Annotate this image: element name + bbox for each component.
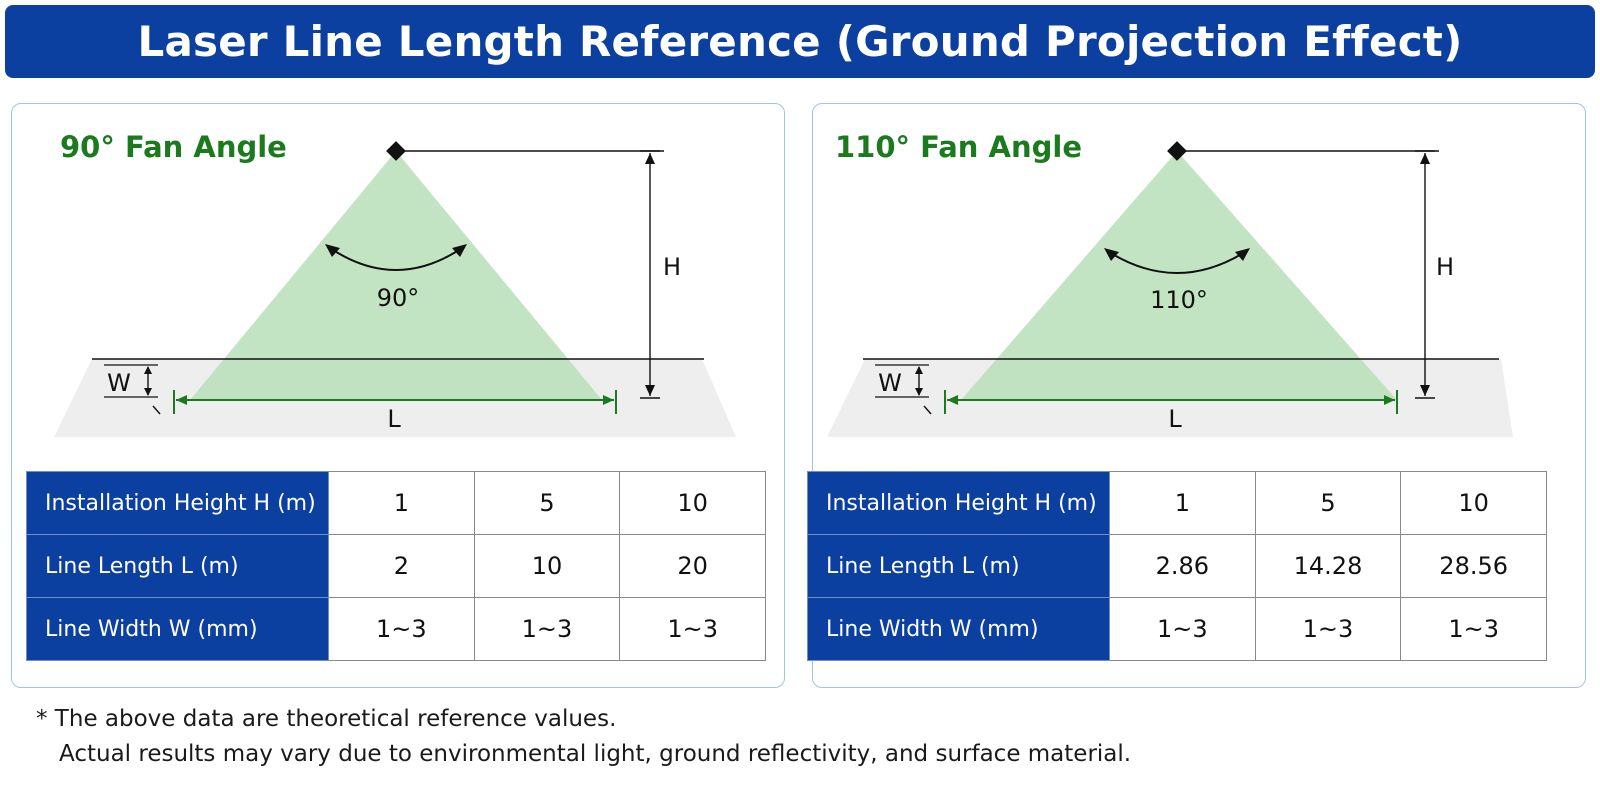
table-cell: 20 — [619, 534, 766, 598]
fan-diagram-90: H 90° L W — [54, 141, 736, 437]
length-arrow-left-icon — [947, 395, 958, 405]
table-row: Line Length L (m) 2 10 20 — [26, 534, 766, 598]
height-arrow-down-icon — [645, 385, 655, 396]
spec-table-110: Installation Height H (m) 1 5 10 Line Le… — [807, 471, 1547, 661]
footnote: * The above data are theoretical referen… — [36, 702, 1131, 772]
angle-label: 110° — [1150, 286, 1208, 314]
angle-arc — [329, 247, 463, 271]
panel-heading: 90° Fan Angle — [60, 130, 287, 164]
angle-arrow-right-icon — [452, 244, 467, 257]
title-bar: Laser Line Length Reference (Ground Proj… — [5, 5, 1595, 78]
length-label: L — [1168, 405, 1182, 433]
angle-arc — [1108, 251, 1246, 274]
panel-110-degree: H 110° L W 110° Fan Angle Installation H… — [807, 103, 1586, 688]
length-label: L — [387, 405, 401, 433]
page-title: Laser Line Length Reference (Ground Proj… — [137, 17, 1463, 66]
footnote-line-1: * The above data are theoretical referen… — [36, 706, 617, 732]
length-arrow-right-icon — [603, 395, 614, 405]
spec-table-90: Installation Height H (m) 1 5 10 Line Le… — [26, 471, 766, 661]
length-arrow-right-icon — [1384, 395, 1395, 405]
angle-arrow-left-icon — [1104, 248, 1119, 261]
height-arrow-up-icon — [1420, 153, 1430, 164]
table-cell: 5 — [473, 471, 621, 535]
width-leader-line — [923, 405, 932, 415]
table-row: Line Length L (m) 2.86 14.28 28.56 — [807, 534, 1547, 598]
panel-heading: 110° Fan Angle — [835, 130, 1083, 164]
laser-fan-beam — [190, 151, 602, 400]
table-cell: 1~3 — [473, 597, 621, 661]
width-arrow-up-icon — [915, 366, 923, 374]
table-cell: 1 — [1109, 471, 1256, 535]
table-cell: 10 — [473, 534, 621, 598]
table-cell: 1 — [328, 471, 475, 535]
angle-arrow-left-icon — [325, 244, 340, 257]
height-label: H — [1436, 253, 1454, 281]
width-label: W — [878, 369, 902, 397]
table-cell: 14.28 — [1254, 534, 1402, 598]
table-cell: 1~3 — [1109, 597, 1256, 661]
angle-arrow-right-icon — [1235, 248, 1250, 261]
table-row: Installation Height H (m) 1 5 10 — [26, 471, 766, 535]
height-arrow-up-icon — [645, 153, 655, 164]
fan-diagram-110: H 110° L W — [827, 141, 1513, 437]
table-cell: 1~3 — [1400, 597, 1547, 661]
panel-90-degree: H 90° L W 90° Fan Angle Installation Hei… — [11, 103, 785, 688]
laser-emitter-icon — [1167, 141, 1187, 161]
table-cell: 2 — [328, 534, 475, 598]
width-arrow-down-icon — [915, 388, 923, 396]
length-arrow-left-icon — [176, 395, 187, 405]
row-label-width: Line Width W (mm) — [807, 597, 1110, 661]
table-cell: 1~3 — [328, 597, 475, 661]
width-label: W — [107, 369, 131, 397]
table-row: Line Width W (mm) 1~3 1~3 1~3 — [26, 597, 766, 661]
table-cell: 1~3 — [1254, 597, 1402, 661]
table-row: Installation Height H (m) 1 5 10 — [807, 471, 1547, 535]
height-arrow-down-icon — [1420, 385, 1430, 396]
table-cell: 10 — [619, 471, 766, 535]
table-cell: 5 — [1254, 471, 1402, 535]
table-row: Line Width W (mm) 1~3 1~3 1~3 — [807, 597, 1547, 661]
row-label-width: Line Width W (mm) — [26, 597, 329, 661]
footnote-line-2: Actual results may vary due to environme… — [59, 741, 1132, 767]
angle-label: 90° — [377, 284, 420, 312]
laser-emitter-icon — [386, 141, 406, 161]
width-arrow-up-icon — [144, 366, 152, 374]
table-cell: 10 — [1400, 471, 1547, 535]
width-leader-line — [152, 405, 161, 415]
row-label-height: Installation Height H (m) — [807, 471, 1110, 535]
row-label-height: Installation Height H (m) — [26, 471, 329, 535]
table-cell: 1~3 — [619, 597, 766, 661]
table-cell: 28.56 — [1400, 534, 1547, 598]
row-label-length: Line Length L (m) — [26, 534, 329, 598]
width-arrow-down-icon — [144, 388, 152, 396]
row-label-length: Line Length L (m) — [807, 534, 1110, 598]
laser-fan-beam — [961, 151, 1397, 400]
height-label: H — [663, 253, 681, 281]
table-cell: 2.86 — [1109, 534, 1256, 598]
